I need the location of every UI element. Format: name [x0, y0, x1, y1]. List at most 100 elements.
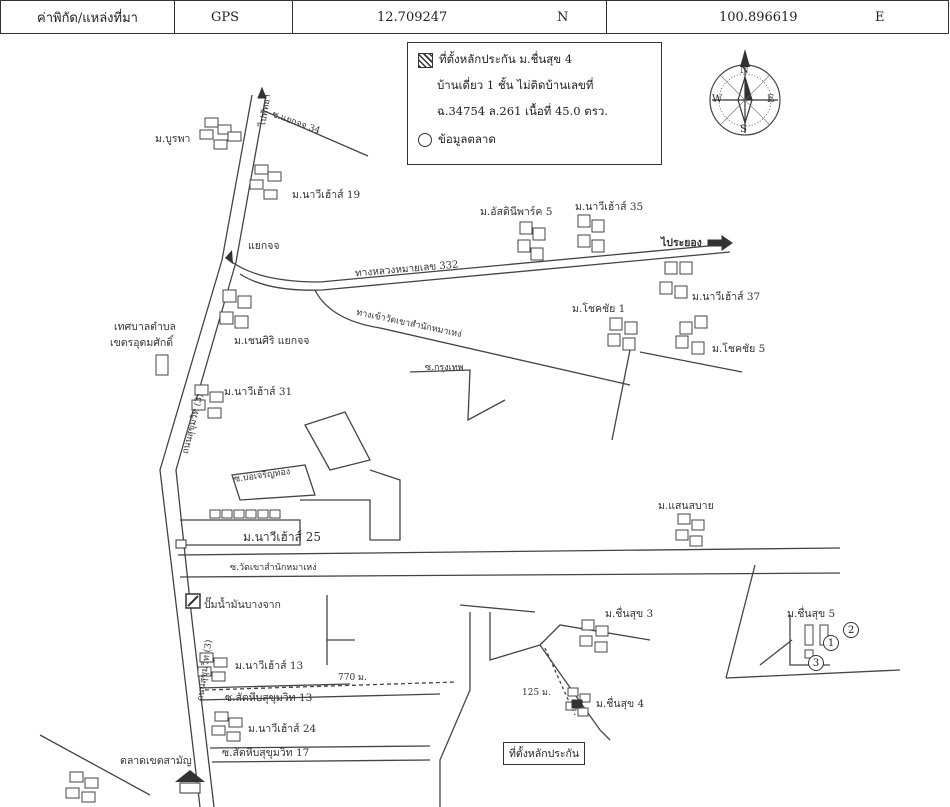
compass-rose: N S E W — [700, 45, 790, 140]
legend-line2: บ้านเดี่ยว 1 ชั้น ไม่ติดบ้านเลขที่ — [437, 78, 594, 92]
label-naviset24: ม.นาวีเฮ้าส์ 24 — [248, 723, 317, 735]
houses-chokchai1 — [607, 317, 638, 351]
label-talad: ตลาดเขตสามัญ — [120, 755, 192, 767]
houses-chuensuk4 — [565, 687, 591, 717]
label-naviset13: ม.นาวีเฮ้าส์ 13 — [235, 660, 304, 672]
road-chokchai — [611, 339, 633, 441]
market-icon — [175, 770, 205, 794]
header-label-cell: ค่าพิกัด/แหล่งที่มา — [0, 0, 175, 34]
coord-label: ค่าพิกัด/แหล่งที่มา — [37, 10, 138, 26]
highway-332-top — [231, 243, 731, 283]
collateral-site-marker — [571, 699, 583, 709]
road-soi-wat-top — [177, 547, 841, 556]
road-chuensuk-3 — [489, 612, 611, 741]
arrow-to-pattaya — [257, 86, 267, 99]
label-naviset35: ม.นาวีเฮ้าส์ 35 — [575, 201, 644, 213]
road-boon-1 — [180, 519, 301, 546]
market-point-2: 2 — [843, 622, 859, 638]
legend-row-2: บ้านเดี่ยว 1 ชั้น ไม่ติดบ้านเลขที่ — [437, 77, 594, 95]
road-chuensuk — [459, 604, 536, 613]
label-chokchai1: ม.โชคชัย 1 — [572, 303, 626, 315]
houses-naviset25 — [209, 509, 281, 519]
gas-station-icon — [185, 593, 201, 609]
label-chokchai5: ม.โชคชัย 5 — [712, 343, 766, 355]
road-chuensuk-2 — [439, 612, 471, 807]
market-point-2-num: 2 — [847, 624, 855, 636]
header-lon-cell: 100.896619 E — [607, 0, 949, 34]
compass-e: E — [767, 94, 775, 105]
road-soi13-lower — [199, 693, 441, 701]
legend-row-3: ฉ.34754 ล.261 เนื้อที่ 45.0 ตรว. — [437, 103, 608, 121]
label-soi-wat: ซ.วัดเขาสำนักหมาเหง่ — [230, 563, 317, 573]
road-soi17 — [209, 745, 431, 749]
label-yaekchor: แยกจจ — [248, 240, 280, 252]
houses-sansabai — [675, 513, 705, 547]
road-chuensuk-4 — [539, 624, 651, 646]
arrow-to-rayong — [707, 235, 733, 251]
legend-row-market: ข้อมูลตลาด — [418, 131, 496, 149]
houses-naviset35 — [577, 214, 605, 253]
compass-icon — [709, 49, 781, 136]
houses-chuensuk3 — [579, 619, 609, 653]
houses-chenthip — [219, 289, 252, 329]
road-east-2 — [725, 669, 901, 679]
houses-naviset31 — [191, 384, 224, 419]
market-point-1: 1 — [823, 635, 839, 651]
highway-332-bottom — [239, 251, 731, 291]
traffic-light-icon — [225, 250, 233, 264]
houses-naviset13 — [197, 652, 228, 682]
label-burapha: ม.บูรพา — [155, 133, 191, 145]
label-chuensuk3: ม.ชื่นสุข 3 — [605, 608, 654, 620]
label-dist125: 125 ม. — [522, 688, 551, 698]
houses-naviset24 — [211, 711, 243, 742]
houses-naviset37 — [659, 261, 693, 299]
compass-s: S — [740, 124, 747, 135]
longitude-dir: E — [875, 9, 885, 25]
houses-chokchai5 — [675, 315, 708, 355]
map-legend: ที่ตั้งหลักประกัน ม.ชื่นสุข 4 บ้านเดี่ยว… — [407, 42, 662, 165]
label-chuensuk4: ม.ชื่นสุข 4 — [596, 698, 645, 710]
compass-w: W — [712, 94, 723, 105]
label-thesaban: เทศบาลตำบล — [114, 321, 176, 333]
road-soi13 — [199, 683, 351, 689]
label-chuensuk5: ม.ชื่นสุข 5 — [787, 608, 836, 620]
header-source-cell: GPS — [175, 0, 293, 34]
sukhumvit-road-left — [159, 94, 253, 807]
road-boon-3 — [304, 411, 371, 471]
label-soi-krungthep: ซ.กรุงเทพ — [425, 363, 464, 373]
market-point-3: 3 — [808, 655, 824, 671]
label-chenthip: ม.เชนศิริ แยกจจ — [234, 335, 310, 347]
houses-talad — [65, 771, 99, 803]
road-east — [725, 564, 756, 679]
houses-thesaban — [155, 354, 169, 376]
longitude-value: 100.896619 — [719, 9, 798, 25]
hatch-icon — [418, 52, 433, 68]
collateral-site-callout: ที่ตั้งหลักประกัน — [503, 742, 586, 765]
legend-line1: ที่ตั้งหลักประกัน ม.ชื่นสุข 4 — [439, 52, 573, 66]
label-soi13: ซ.สัตหีบสุขุมวิท 13 — [225, 692, 313, 704]
label-gas-station: ปั๊มน้ำมันบางจาก — [204, 599, 281, 611]
label-naviset31: ม.นาวีเฮ้าส์ 31 — [224, 386, 293, 398]
label-dist770: 770 ม. — [338, 673, 367, 683]
label-soi17: ซ.สัตหีบสุขุมวิท 17 — [222, 747, 310, 759]
road-soi-krungthep — [409, 369, 506, 422]
houses-naviset19 — [249, 164, 282, 200]
road-boon-2 — [300, 469, 401, 541]
label-thesaban-2: เขตรอุดมศักดิ์ — [110, 337, 174, 349]
compass-n: N — [740, 65, 749, 76]
houses-burapha — [199, 117, 242, 150]
collateral-site-text: ที่ตั้งหลักประกัน — [509, 748, 580, 760]
road-chuensuk5-block-2 — [759, 639, 793, 666]
header-lat-cell: 12.709247 N — [293, 0, 607, 34]
label-naviset19: ม.นาวีเฮ้าส์ 19 — [292, 189, 361, 201]
legend-row-site: ที่ตั้งหลักประกัน ม.ชื่นสุข 4 — [418, 51, 572, 69]
road-soi17-lower — [211, 759, 431, 763]
legend-line3: ฉ.34754 ล.261 เนื้อที่ 45.0 ตรว. — [437, 104, 608, 118]
road-chokchai5 — [639, 351, 743, 373]
label-naviset25: ม.นาวีเฮ้าส์ 25 — [243, 530, 321, 544]
market-point-1-num: 1 — [827, 637, 835, 649]
road-boon-4 — [231, 464, 316, 501]
label-asdinipark5: ม.อัสดินีพาร์ค 5 — [480, 206, 553, 218]
label-naviset37: ม.นาวีเฮ้าส์ 37 — [692, 291, 761, 303]
